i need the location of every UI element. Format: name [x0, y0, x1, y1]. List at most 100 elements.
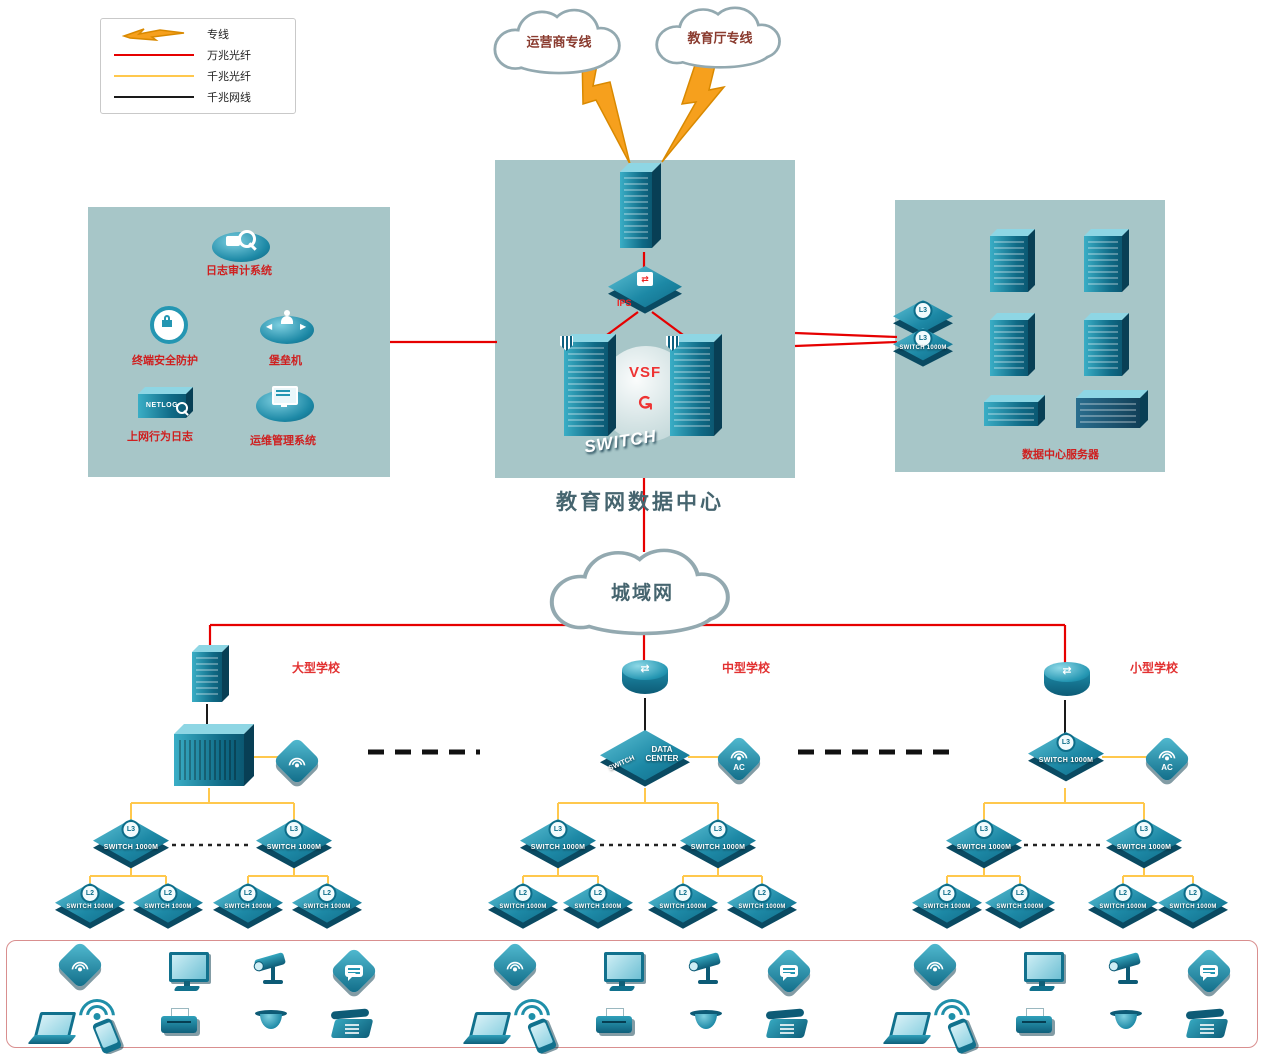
red-line-swatch [111, 53, 197, 56]
vsf-label: VSF [629, 364, 662, 381]
firewall-slats [624, 177, 648, 243]
ptz-camera-icon [251, 950, 295, 994]
wireless-ap-icon [490, 940, 540, 990]
l2-badge: L2 [238, 884, 258, 903]
desktop-icon [165, 952, 209, 994]
endpoint-devices-zone [6, 940, 1258, 1048]
black-line-swatch [111, 95, 197, 98]
tower-slats [994, 241, 1024, 287]
small-school-label: 小型学校 [1130, 661, 1179, 675]
l2-badge: L2 [1010, 884, 1030, 903]
school-core-server-icon [174, 734, 244, 786]
tower-slats [1088, 241, 1118, 287]
switch-label: SWITCH 1000M [499, 904, 547, 911]
l3-badge: L3 [284, 820, 304, 839]
voice-chat-icon [329, 946, 379, 996]
dome-camera-icon [255, 1010, 289, 1034]
cloud-shape [493, 8, 621, 75]
rack-slats [988, 407, 1034, 421]
netlog-label: NETLOG [145, 402, 179, 409]
l2-badge: L2 [513, 884, 533, 903]
l2-badge: L2 [1183, 884, 1203, 903]
switch-label: SWITCH 1000M [144, 904, 192, 911]
smartphone-icon [526, 1017, 558, 1054]
switch-label: SWITCH 1000M [303, 904, 351, 911]
farm-switch-upper: L3 [893, 300, 953, 336]
wifi-signal-icon [932, 992, 972, 1025]
legend-label: 专线 [207, 28, 229, 41]
l2-badge: L2 [80, 884, 100, 903]
switch-label: SWITCH 1000M [530, 843, 586, 851]
voice-chat-icon [764, 946, 814, 996]
core-firewall-icon [620, 172, 652, 248]
l2-badge: L2 [673, 884, 693, 903]
switch-label: SWITCH 1000M [738, 904, 786, 911]
l3-badge: L3 [913, 329, 933, 348]
datacenter-title: 教育网数据中心 [556, 489, 724, 514]
log-doc-icon [226, 236, 240, 246]
ops-management-label: 运维管理系统 [250, 435, 316, 447]
switch-label: SWITCH 1000M [1116, 843, 1172, 851]
wireless-ap-icon [272, 736, 322, 786]
switch-label: SWITCH 1000M [574, 904, 622, 911]
l3-badge: L3 [708, 820, 728, 839]
legend-row-1g-fiber: 千兆光纤 [111, 65, 285, 86]
wireless-controller-icon: AC [1142, 734, 1192, 784]
man-cloud: 城域网 [535, 545, 750, 640]
school-core-l3-switch: L3 SWITCH 1000M [1028, 732, 1104, 780]
printer-icon [1016, 1008, 1056, 1042]
tower-slats [674, 347, 710, 431]
laptop-icon [462, 1012, 514, 1046]
log-audit-label: 日志审计系统 [206, 265, 272, 277]
ip-phone-icon [329, 1008, 375, 1042]
l2-badge: L2 [317, 884, 337, 903]
l3-badge: L3 [1134, 820, 1154, 839]
l3-badge: L3 [1056, 733, 1076, 752]
server-farm-caption: 数据中心服务器 [1022, 449, 1099, 461]
l3-badge: L3 [121, 820, 141, 839]
l2-badge: L2 [1113, 884, 1133, 903]
switch-label: SWITCH 1000M [1099, 904, 1147, 911]
ip-phone-icon [1184, 1008, 1230, 1042]
laptop-icon [882, 1012, 934, 1046]
voice-chat-icon [1184, 946, 1234, 996]
large-school-label: 大型学校 [292, 661, 341, 675]
rack-server [984, 402, 1038, 426]
switch-label: SWITCH 1000M [899, 345, 947, 352]
switch-label: SWITCH 1000M [996, 904, 1044, 911]
shield-badge-icon [560, 336, 573, 351]
switch-label: SWITCH 1000M [690, 843, 746, 851]
isp-cloud: 运营商专线 [483, 6, 635, 78]
tower-slats [994, 325, 1024, 371]
switch-side-label: SWITCH [607, 754, 636, 773]
endpoint-protection-icon [150, 306, 188, 344]
l2-badge: L2 [588, 884, 608, 903]
datacenter-switch-label: DATA CENTER [645, 745, 679, 764]
wireless-controller-icon: AC [714, 734, 764, 784]
router-icon: ⇄ [622, 660, 668, 696]
school-firewall-icon [192, 652, 222, 702]
server-tower [1084, 236, 1122, 292]
ptz-camera-icon [686, 950, 730, 994]
yellow-line-swatch [111, 74, 197, 77]
l2-badge: L2 [158, 884, 178, 903]
switch-label: SWITCH 1000M [103, 843, 159, 851]
legend-row-copper: 千兆网线 [111, 86, 285, 107]
medium-school-label: 中型学校 [722, 661, 771, 675]
wifi-signal-icon [512, 992, 552, 1025]
l3-badge: L3 [974, 820, 994, 839]
switch-label: SWITCH 1000M [956, 843, 1012, 851]
printer-icon [161, 1008, 201, 1042]
dome-camera-icon [1110, 1010, 1144, 1034]
isp-cloud-label: 运营商专线 [526, 34, 592, 50]
router-arrows-icon: ⇄ [640, 663, 650, 675]
